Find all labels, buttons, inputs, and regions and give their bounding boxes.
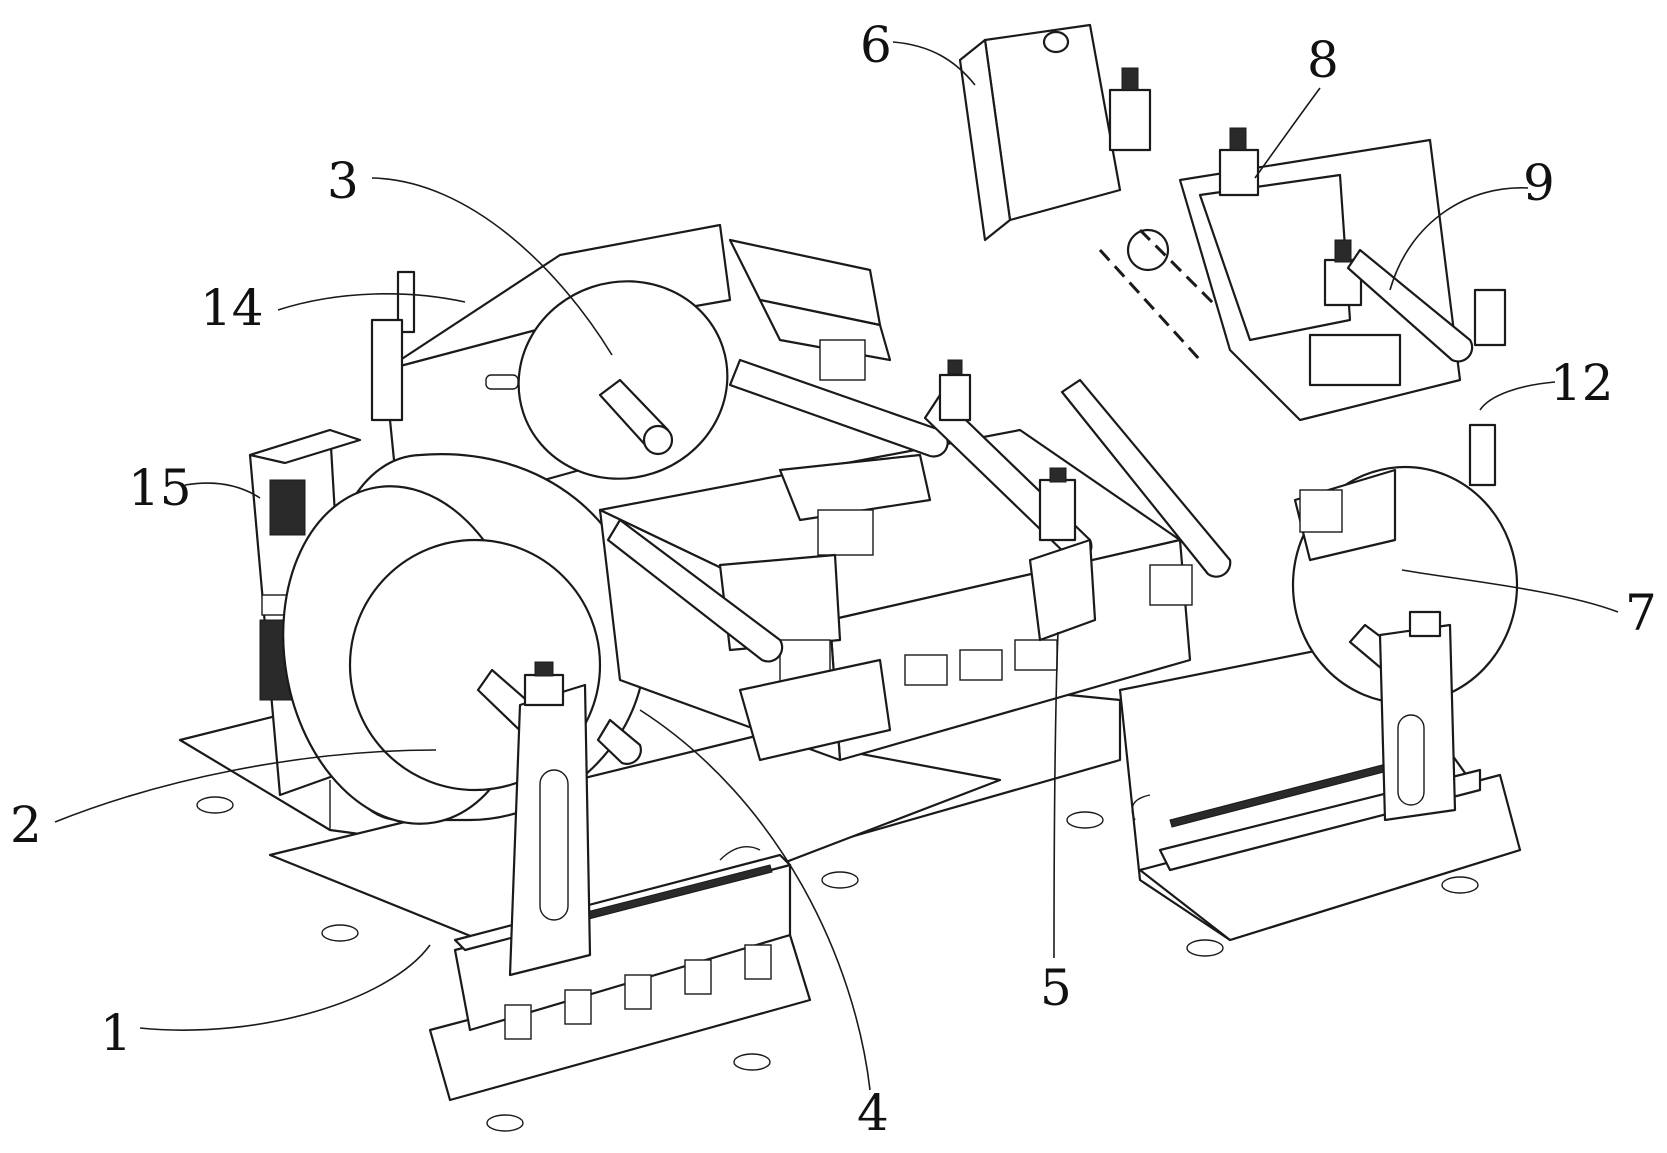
callout-2: 2 <box>10 796 42 854</box>
callout-7: 7 <box>1625 584 1657 642</box>
leader-lines <box>54 41 1619 1091</box>
leader-7 <box>1401 569 1619 613</box>
leader-6 <box>892 41 976 86</box>
callouts: 1 2 3 4 5 6 7 8 9 12 14 15 <box>10 16 1657 1142</box>
roll-3 <box>517 280 729 480</box>
callout-5: 5 <box>1040 959 1072 1017</box>
callout-9: 9 <box>1523 154 1555 212</box>
leader-2 <box>54 749 437 823</box>
callout-1: 1 <box>100 1004 132 1062</box>
leader-1 <box>139 944 431 1031</box>
leader-5 <box>1053 631 1059 959</box>
callout-4: 4 <box>857 1084 889 1142</box>
upper-right-frame <box>958 23 1507 578</box>
callout-14: 14 <box>200 279 264 337</box>
leader-4 <box>639 709 871 1091</box>
callout-15: 15 <box>128 459 192 517</box>
leader-15 <box>184 482 261 499</box>
leader-3 <box>371 177 613 356</box>
leader-9 <box>1389 187 1529 291</box>
roll-7 <box>1291 465 1519 822</box>
leader-8 <box>1254 87 1321 179</box>
callout-8: 8 <box>1307 31 1339 89</box>
left-roll-stand <box>508 661 592 977</box>
callout-6: 6 <box>860 16 892 74</box>
callout-12: 12 <box>1550 354 1614 412</box>
callout-3: 3 <box>327 152 359 210</box>
leader-12 <box>1479 381 1556 411</box>
leader-14 <box>277 293 466 311</box>
central-deck <box>598 238 1193 762</box>
